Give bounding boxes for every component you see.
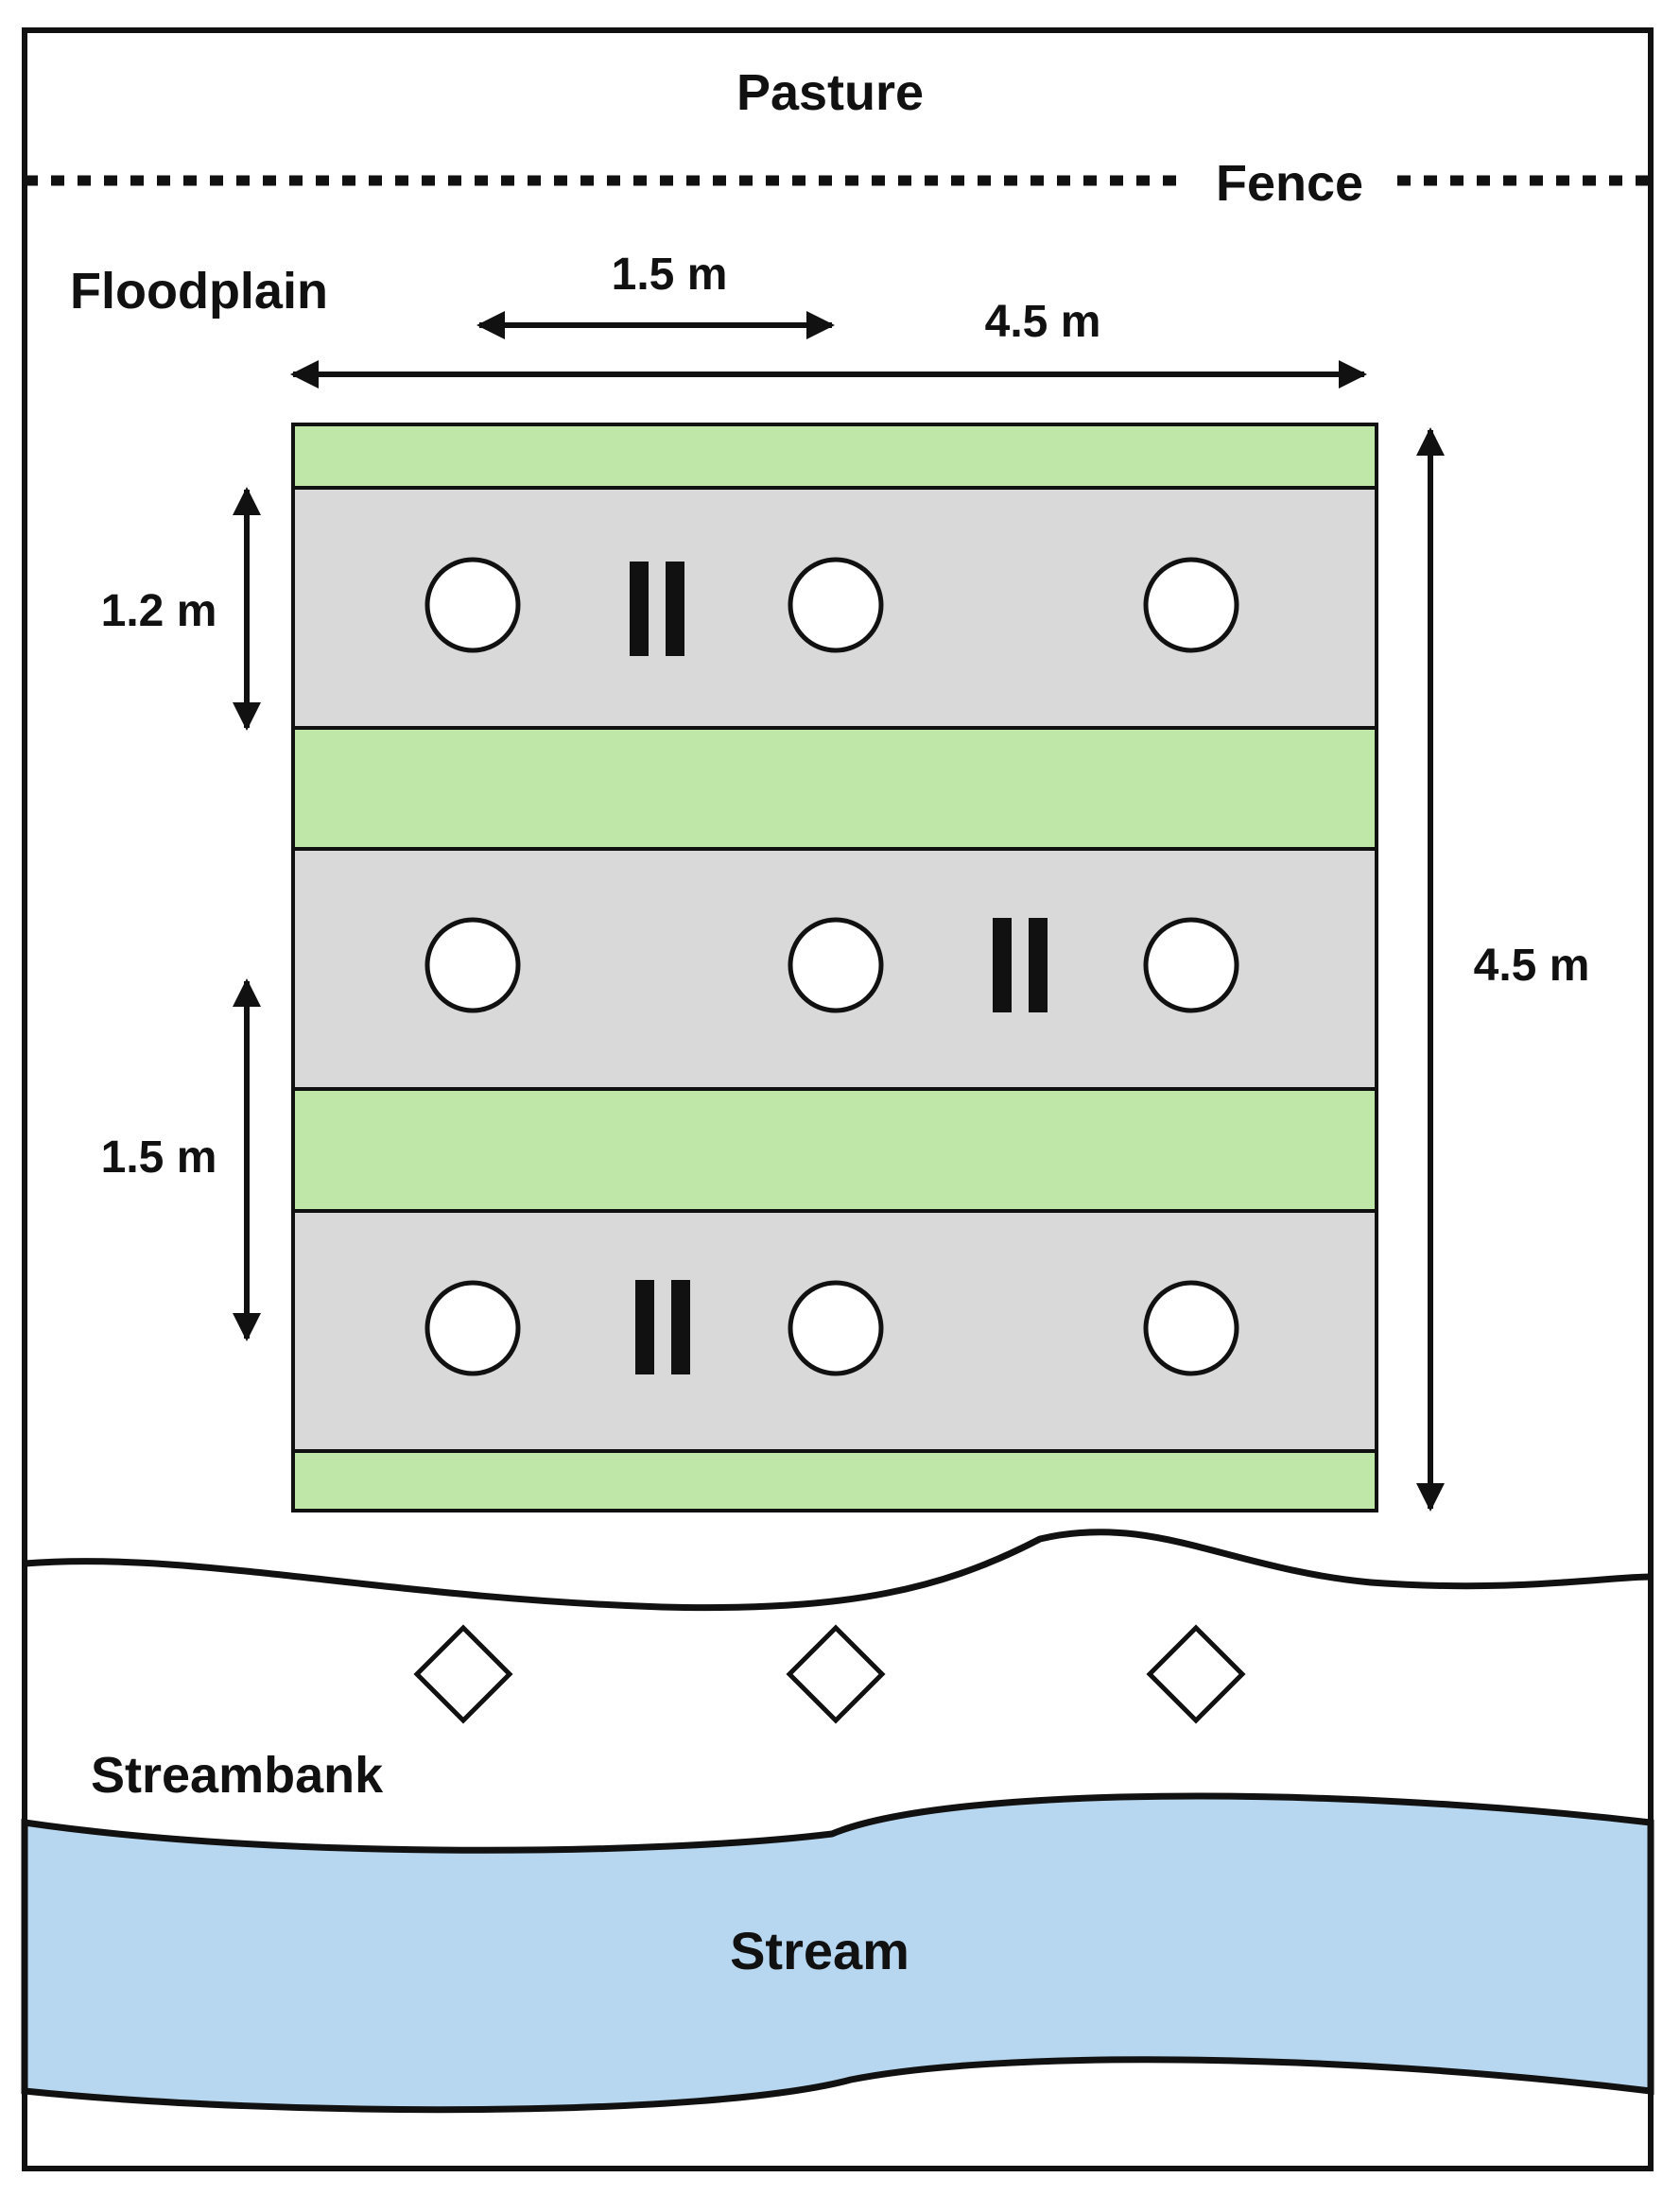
double-bar-marker (993, 918, 1048, 1012)
stream-label: Stream (730, 1921, 909, 1980)
streambank-label: Streambank (91, 1747, 384, 1804)
floodplain-streambank-boundary (24, 1529, 1652, 1612)
grass-strip (291, 1449, 1378, 1512)
circle-marker (788, 557, 884, 653)
diamond-marker (1146, 1624, 1246, 1724)
circle-marker (1143, 557, 1239, 653)
diamond-marker (786, 1624, 886, 1724)
double-bar-marker (630, 562, 684, 656)
circle-marker (424, 917, 521, 1013)
bed-spacing-label: 1.5 m (101, 1132, 217, 1183)
circle-marker (1143, 1280, 1239, 1376)
pasture-label: Pasture (736, 64, 924, 121)
streambank-markers (413, 1624, 1246, 1724)
plant-markers (424, 557, 1239, 1376)
plot-width-label: 4.5 m (985, 297, 1101, 347)
circle-marker (1143, 917, 1239, 1013)
circle-marker (424, 1280, 521, 1376)
diamond-marker (413, 1624, 513, 1724)
plot-height-label: 4.5 m (1474, 941, 1590, 991)
plant-spacing-label: 1.5 m (612, 250, 728, 300)
floodplain-label: Floodplain (70, 263, 328, 320)
bed-width-label: 1.2 m (101, 586, 217, 636)
circle-marker (424, 557, 521, 653)
bar-markers (630, 562, 1048, 1374)
circle-marker (788, 1280, 884, 1376)
grass-strip (291, 423, 1378, 490)
stream-water (21, 1792, 1654, 2114)
grass-strip (291, 726, 1378, 851)
circle-marker (788, 917, 884, 1013)
fence-label: Fence (1216, 155, 1363, 212)
double-bar-marker (635, 1280, 690, 1374)
grass-strip (291, 1087, 1378, 1213)
